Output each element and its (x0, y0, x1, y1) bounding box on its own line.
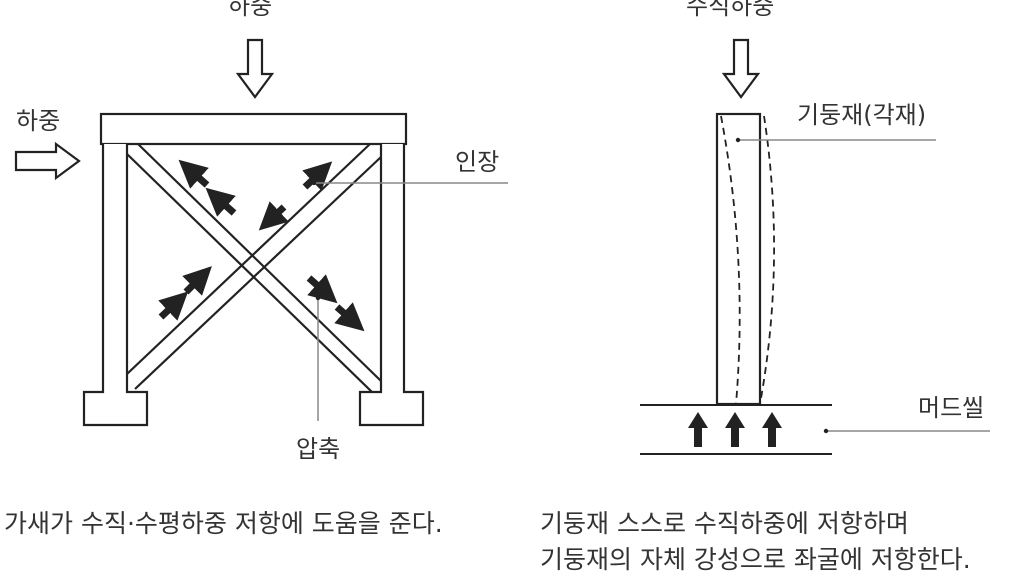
column-label: 기둥재(각재) (797, 101, 927, 129)
right-caption-line1: 기둥재 스스로 수직하중에 저항하며 (540, 509, 909, 538)
side-load-arrow (14, 141, 81, 181)
force-arrow-3 (302, 161, 333, 191)
reaction-arrow-2 (725, 412, 745, 447)
force-arrows (158, 159, 365, 332)
reaction-arrow-3 (762, 412, 782, 447)
compression-dot (315, 295, 321, 301)
force-arrow-1 (178, 159, 210, 189)
reaction-arrow-1 (688, 412, 708, 447)
reaction-arrows (688, 412, 782, 447)
left-caption: 가새가 수직·수평하중 저항에 도움을 준다. (4, 509, 443, 538)
force-arrow-5 (158, 291, 189, 321)
brace-tension (126, 143, 382, 393)
right-post (358, 144, 425, 427)
vertical-load-label: 수직하중 (686, 0, 775, 20)
top-load-label: 하중 (228, 0, 273, 20)
compression-label: 압축 (296, 435, 341, 463)
vertical-load-arrow (721, 38, 761, 99)
force-arrow-8 (334, 302, 365, 332)
leader-lines-left (314, 182, 508, 421)
buckling-curves (720, 115, 775, 405)
force-arrow-2 (205, 187, 237, 217)
tension-dot (311, 180, 317, 186)
force-arrow-6 (182, 266, 212, 296)
force-arrow-4 (258, 201, 289, 231)
left-post (82, 144, 149, 427)
top-load-arrow (235, 38, 275, 99)
braced-frame (82, 112, 425, 427)
force-arrow-7 (306, 274, 338, 304)
sill-label: 머드씰 (918, 394, 985, 422)
right-caption-line2: 기둥재의 자체 강성으로 좌굴에 저항한다. (540, 545, 971, 574)
side-load-label: 하중 (16, 107, 61, 135)
sill-dot (823, 428, 829, 434)
tension-label: 인장 (455, 148, 500, 176)
column-dot (735, 137, 741, 143)
brace-compression (126, 143, 382, 390)
top-beam (99, 112, 408, 146)
leader-lines-right (738, 139, 990, 432)
mud-sill (640, 404, 832, 455)
